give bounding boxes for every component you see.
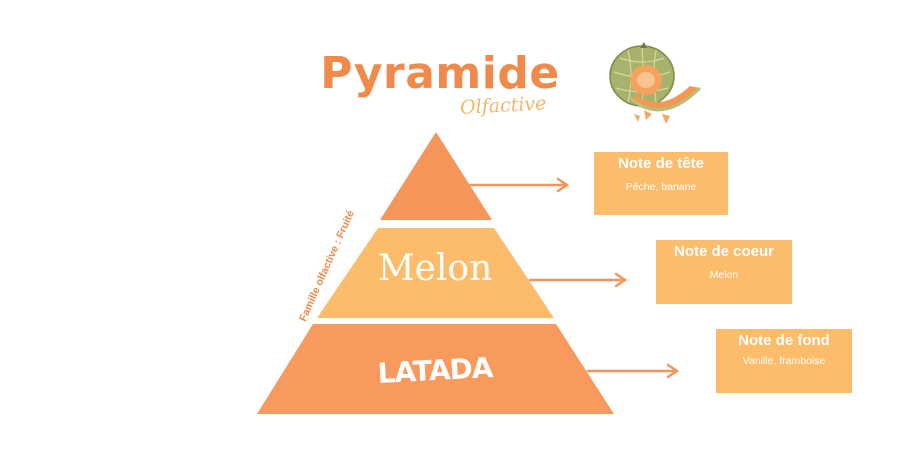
pyramid-tier-base [257, 324, 614, 414]
note-base-body: Vanille, framboise [742, 355, 826, 367]
arrow-top [468, 177, 570, 193]
note-top-title: Note de tête [618, 155, 704, 172]
note-top-body: Pêche, banane [625, 181, 697, 193]
note-box-heart: Note de coeur Melon [656, 240, 792, 304]
note-heart-body: Melon [709, 269, 739, 281]
arrow-base [586, 363, 680, 379]
pyramid-middle-label: Melon [377, 248, 493, 289]
whole-melon-icon [609, 42, 675, 107]
note-box-top: Note de tête Pêche, banane [594, 152, 728, 215]
melon-slice-icon [629, 86, 702, 124]
pyramid-tier-top [380, 132, 492, 220]
melon-illustration [609, 42, 702, 124]
pyramid-tier-middle [317, 228, 554, 318]
page-title: Pyramide [320, 48, 560, 99]
note-heart-title: Note de coeur [673, 243, 775, 260]
note-box-base: Note de fond Vanille, framboise [716, 329, 852, 393]
note-base-title: Note de fond [738, 332, 830, 349]
arrow-heart [528, 272, 628, 288]
